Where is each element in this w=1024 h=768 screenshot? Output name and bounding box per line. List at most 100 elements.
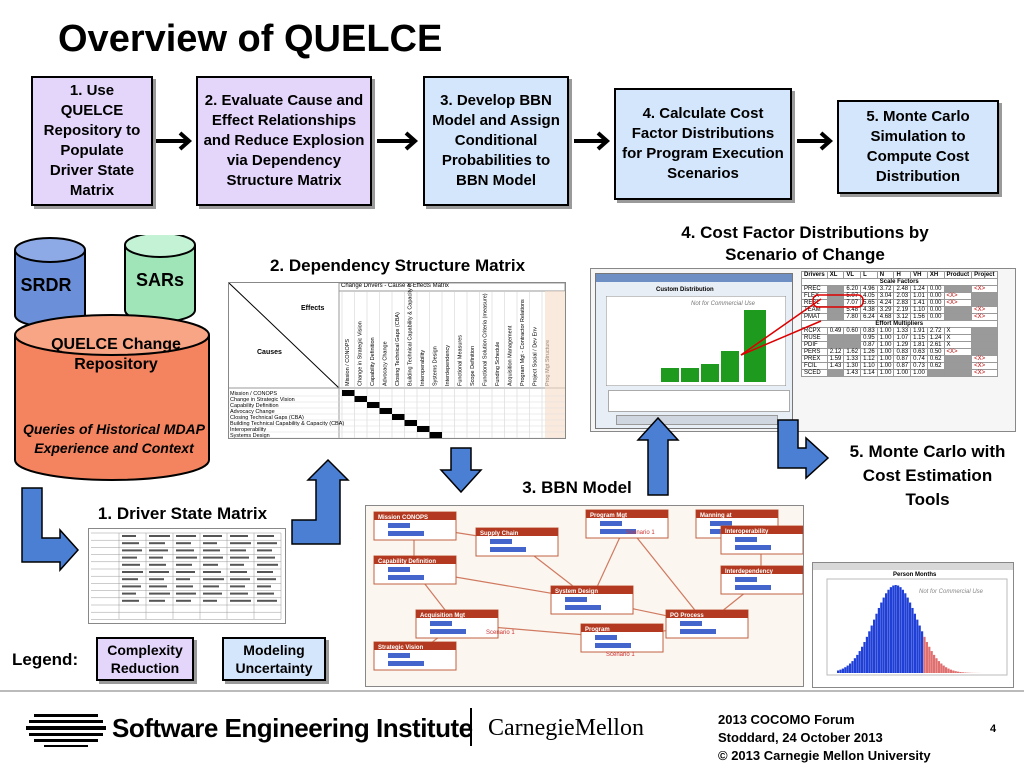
legend-complexity-label: Complexity Reduction bbox=[107, 642, 183, 676]
bbn-node-label: Program Mgt bbox=[590, 513, 627, 519]
histogram-bar bbox=[930, 651, 933, 673]
histogram-bar bbox=[877, 607, 880, 673]
sars-label: SARs bbox=[135, 270, 184, 290]
histogram-bar bbox=[858, 651, 861, 673]
histogram-bar bbox=[841, 668, 844, 673]
histogram-bar bbox=[875, 613, 878, 673]
bbn-node-label: Supply Chain bbox=[480, 531, 519, 537]
bbn-node: Supply Chain bbox=[475, 527, 559, 557]
histogram-bar bbox=[925, 641, 928, 673]
driver-state-matrix-panel bbox=[88, 528, 286, 624]
histogram-bar bbox=[880, 602, 883, 673]
histogram-bar bbox=[945, 667, 948, 673]
top-arrows bbox=[156, 131, 834, 151]
footer-copyright: © 2013 Carnegie Mellon University bbox=[718, 748, 931, 763]
repo-cylinder bbox=[14, 314, 210, 481]
driver-matrix-section-label: 1. Driver State Matrix bbox=[97, 504, 268, 523]
bbn-node: Strategic Vision bbox=[373, 641, 457, 671]
histogram-bar bbox=[947, 668, 950, 673]
histogram-bar bbox=[889, 587, 892, 673]
table-cell: SCED bbox=[801, 369, 828, 377]
cost-callout-lines bbox=[740, 294, 864, 356]
page-title: Overview of QUELCE bbox=[58, 18, 443, 60]
dsm-column-label: Advocacy Change bbox=[383, 341, 389, 386]
dsm-column-label: Mission / CONOPS bbox=[345, 339, 351, 386]
bbn-node-label: Manning at bbox=[700, 513, 732, 519]
bbn-edge bbox=[625, 523, 707, 625]
histogram-bar bbox=[868, 631, 871, 673]
histogram-bar bbox=[873, 619, 876, 673]
histogram-bar bbox=[940, 663, 943, 673]
arrow-bbn-to-cost bbox=[636, 416, 680, 496]
bbn-node: Acquisition Mgt bbox=[415, 609, 499, 639]
histogram-bar bbox=[957, 671, 960, 673]
footer-separator bbox=[470, 708, 472, 746]
histogram-bar bbox=[913, 613, 916, 673]
repository-graphic bbox=[14, 235, 210, 481]
arrow-driver-to-dsm bbox=[291, 458, 350, 545]
dsm-column-label: Closing Technical Gaps (CBA) bbox=[395, 312, 401, 386]
histogram-bar bbox=[861, 646, 864, 673]
step-2-label: 2. Evaluate Cause and Effect Relationshi… bbox=[203, 92, 365, 189]
bbn-node-label: Interdependency bbox=[725, 569, 774, 575]
dsm-diagonal-cell bbox=[379, 408, 392, 414]
page-number: 4 bbox=[990, 723, 997, 735]
bbn-section-label: 3. BBN Model bbox=[522, 478, 632, 497]
legend-modeling-label: Modeling Uncertainty bbox=[235, 642, 313, 676]
arrow-dsm-to-bbn bbox=[439, 447, 483, 494]
repo-title: QUELCE Change Repository bbox=[51, 336, 181, 373]
histogram-graphic bbox=[813, 563, 1013, 687]
bbn-node-label: Mission CONOPS bbox=[378, 515, 428, 521]
step-3-label: 3. Develop BBN Model and Assign Conditio… bbox=[432, 92, 560, 189]
histogram-bar bbox=[909, 602, 912, 673]
distribution-dialog: Custom Distribution Not for Commercial U… bbox=[595, 273, 793, 429]
histogram-bar bbox=[853, 658, 856, 673]
footer-divider bbox=[0, 690, 1024, 692]
driver-matrix-graphic bbox=[89, 529, 285, 623]
dsm-column-label: Functional Measures bbox=[458, 335, 464, 386]
bbn-scenario-label: Scenario 1 bbox=[626, 530, 655, 536]
histogram-bar bbox=[897, 585, 900, 673]
dialog-watermark: Not for Commercial Use bbox=[691, 301, 756, 307]
histogram-bar bbox=[846, 665, 849, 673]
legend-complexity-reduction: Complexity Reduction bbox=[96, 637, 194, 681]
dsm-column-label: Scope Definition bbox=[470, 346, 476, 386]
bbn-scenario-label: Scenario 1 bbox=[606, 652, 635, 658]
dsm-row-label: Advocacy Change bbox=[230, 409, 275, 415]
dialog-title: Custom Distribution bbox=[656, 287, 714, 293]
dsm-diagonal-cell bbox=[429, 432, 442, 438]
cmu-name: CarnegieMellon bbox=[488, 715, 644, 741]
histogram-bar bbox=[837, 670, 840, 673]
dsm-header: Change Drivers - Cause & Effects Matrix bbox=[341, 283, 449, 289]
dsm-row-label: Change in Strategic Vision bbox=[230, 397, 295, 403]
bbn-node-label: Interoperability bbox=[725, 529, 769, 535]
histogram-bar bbox=[923, 636, 926, 673]
bbn-node-label: Acquisition Mgt bbox=[420, 613, 465, 619]
cost-factor-section-label: 4. Cost Factor Distributions by Scenario… bbox=[681, 223, 929, 264]
histogram-bar bbox=[851, 661, 854, 673]
srdr-label: SRDR bbox=[20, 275, 72, 295]
dsm-diagonal-cell bbox=[404, 420, 417, 426]
bbn-node: Interoperability bbox=[720, 525, 803, 555]
arrow-repo-to-driver bbox=[21, 487, 80, 572]
histogram-bar bbox=[954, 671, 957, 673]
histogram-bar bbox=[839, 669, 842, 673]
dsm-graphic: Mission / CONOPS Change in Strategic Visi… bbox=[229, 283, 565, 438]
dsm-column-label: Building Technical Capability & Capacity… bbox=[408, 283, 414, 386]
histogram-bar bbox=[918, 625, 921, 673]
dsm-column-label: Interdependency bbox=[445, 345, 451, 386]
dsm-panel: Mission / CONOPS Change in Strategic Visi… bbox=[228, 282, 566, 439]
dsm-diagonal-cell bbox=[367, 402, 380, 408]
dsm-section-label: 2. Dependency Structure Matrix bbox=[269, 256, 526, 275]
histogram-bar bbox=[870, 625, 873, 673]
histogram-bar bbox=[933, 654, 936, 673]
bbn-node: Program bbox=[580, 623, 664, 653]
histogram-bar bbox=[863, 641, 866, 673]
histogram-bar bbox=[921, 631, 924, 673]
sei-name: Software Engineering Institute bbox=[112, 713, 473, 743]
bbn-node: Capability Definition bbox=[373, 555, 457, 585]
